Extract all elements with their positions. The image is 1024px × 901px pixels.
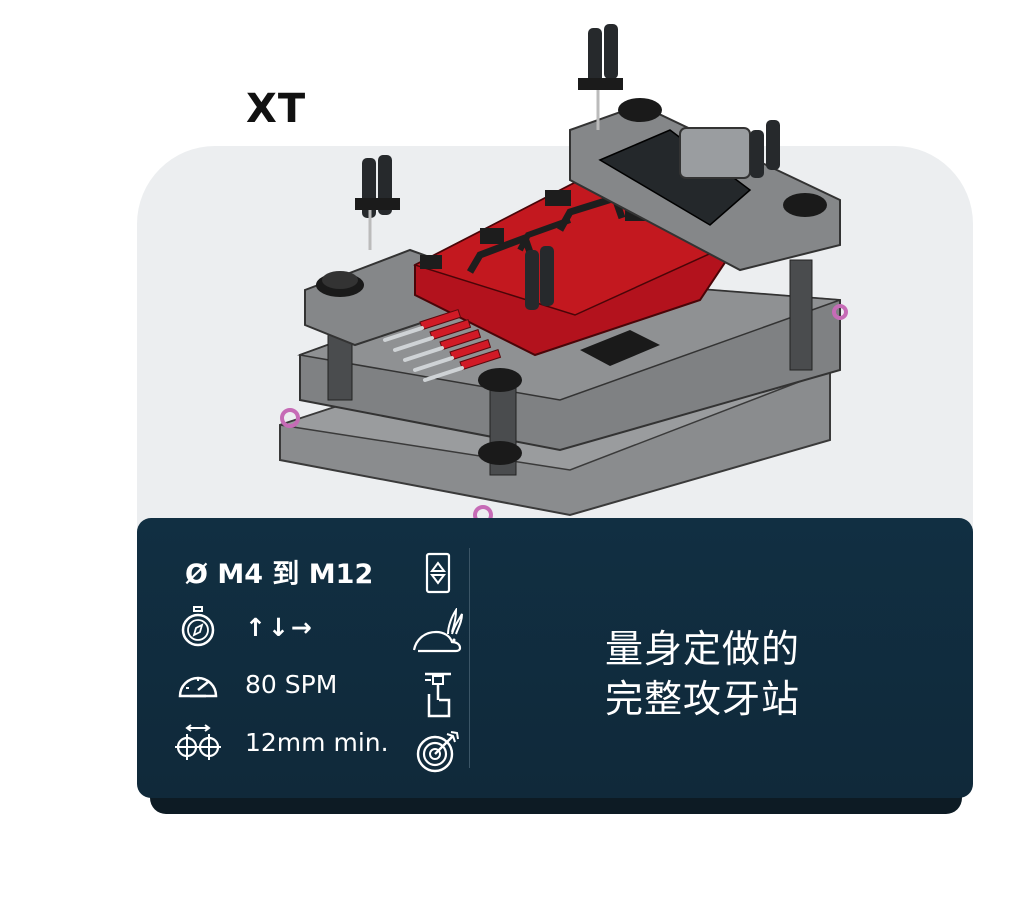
- product-title: XT: [246, 86, 307, 132]
- thread-range: Ø M4 到 M12: [185, 559, 374, 590]
- spec-panel: Ø M4 到 M12 ↑↓→ 80 SPM: [137, 518, 973, 798]
- min-pitch-value: 12mm min.: [245, 727, 389, 757]
- height-adjust-icon: [412, 552, 464, 594]
- spec-row-directions: ↑↓→: [173, 606, 314, 648]
- stopwatch-icon: [173, 606, 223, 648]
- spec-row-pitch: 12mm min.: [173, 722, 389, 762]
- direction-arrows: ↑↓→: [245, 612, 314, 642]
- headline-line-1: 量身定做的: [605, 627, 801, 671]
- headline-line-2: 完整攻牙站: [605, 677, 801, 721]
- spec-row-speed: 80 SPM: [173, 668, 337, 700]
- pitch-distance-icon: [173, 722, 223, 762]
- headline: 量身定做的 完整攻牙站: [605, 624, 800, 724]
- target-icon: [412, 730, 464, 774]
- panel-divider: [469, 548, 470, 768]
- clamp-icon: [412, 670, 464, 720]
- tapping-unit-image: [279, 24, 848, 525]
- speedometer-icon: [173, 668, 223, 700]
- rabbit-icon: [412, 608, 464, 654]
- speed-value: 80 SPM: [245, 669, 338, 699]
